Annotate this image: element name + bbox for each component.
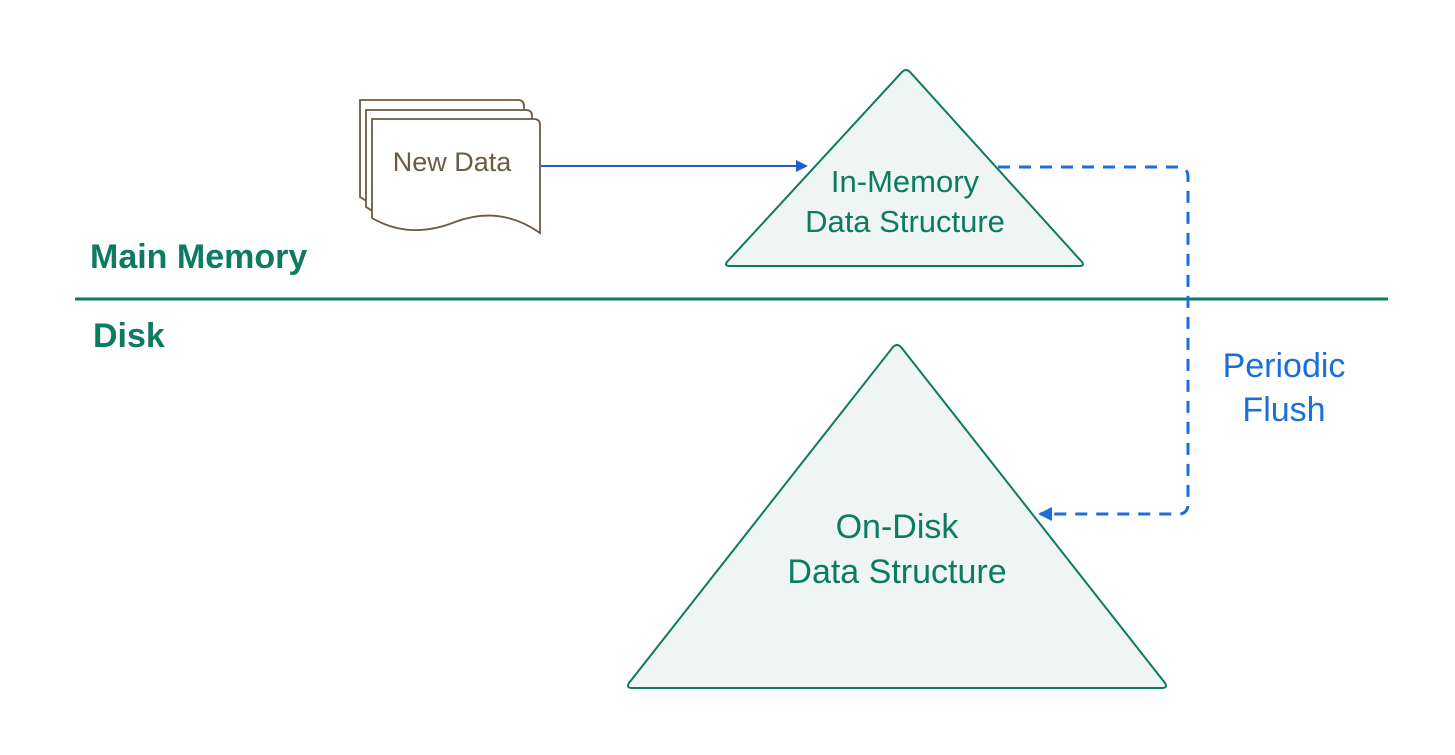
in-memory-label-line2: Data Structure — [805, 204, 1005, 239]
in-memory-label-line1: In-Memory — [831, 164, 980, 199]
on-disk-triangle — [627, 344, 1167, 689]
on-disk-label-line2: Data Structure — [787, 553, 1006, 591]
in-memory-triangle — [725, 69, 1084, 267]
disk-label: Disk — [93, 317, 165, 355]
on-disk-label-line1: On-Disk — [836, 508, 960, 546]
new-data-label: New Data — [393, 147, 513, 177]
main-memory-label: Main Memory — [90, 238, 307, 276]
periodic-flush-label-line1: Periodic — [1223, 347, 1346, 385]
periodic-flush-label-line2: Flush — [1242, 391, 1325, 429]
new-data-documents-icon — [359, 99, 541, 235]
periodic-flush-arrow — [998, 165, 1190, 521]
